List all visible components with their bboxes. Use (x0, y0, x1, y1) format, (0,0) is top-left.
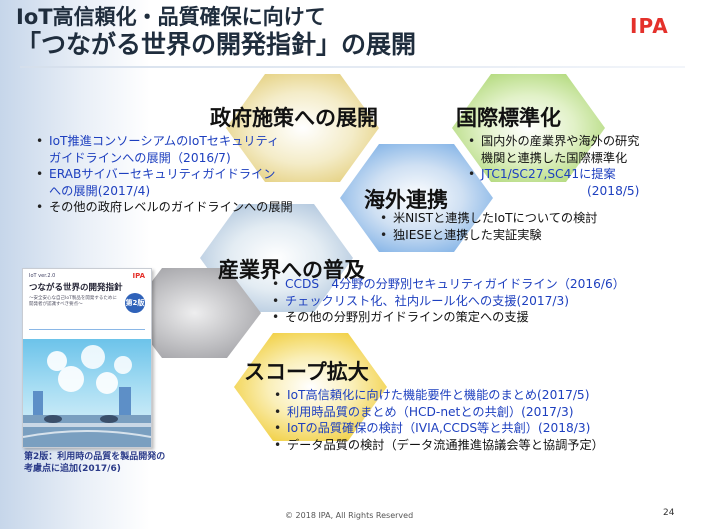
intl-item-2-line-1: JTC1/SC27,SC41に提案 (481, 167, 616, 181)
book-edition-badge: 第2版 (125, 293, 145, 313)
gov-item-1-line-2: ガイドラインへの展開（2016/7) (49, 150, 231, 165)
scope-item-1: IoT高信頼化に向けた機能要件と機能のまとめ(2017/5) (287, 388, 590, 402)
gov-item: ERABサイバーセキュリティガイドライン への展開(2017/4) (36, 166, 293, 199)
gov-item-2-line-2: への展開(2017/4) (49, 183, 151, 198)
book-brand: IPA (132, 272, 145, 280)
intl-item-1-line-1: 国内外の産業界や海外の研究 (481, 134, 640, 148)
book-rule (29, 329, 145, 330)
book-top-label: IoT ver.2.0 (29, 273, 56, 279)
industry-item-2: チェックリスト化、社内ルール化への支援(2017/3) (285, 293, 569, 308)
book-title: つながる世界の開発指針 (29, 283, 123, 293)
intl-item-1-line-2: 機関と連携した国際標準化 (481, 150, 628, 165)
scope-list: IoT高信頼化に向けた機能要件と機能のまとめ(2017/5) 利用時品質のまとめ… (274, 387, 604, 453)
book-illustration (23, 339, 151, 447)
guideline-book-cover: IoT ver.2.0 IPA つながる世界の開発指針 ～安全安心な自己IoT製… (22, 268, 152, 448)
gov-item-1-line-1: IoT推進コンソーシアムのIoTセキュリティ (49, 134, 280, 148)
scope-item-3: IoTの品質確保の検討（IVIA,CCDS等と共創）(2018/3) (287, 421, 591, 435)
slide-title: IoT高信頼化・品質確保に向けて 「つながる世界の開発指針」の展開 (16, 4, 416, 60)
scope-heading: スコープ拡大 (244, 360, 369, 384)
intl-item: 国内外の産業界や海外の研究 機関と連携した国際標準化 (468, 133, 639, 166)
caption-line-1: 第2版：利用時の品質を製品開発の (24, 452, 166, 462)
industry-item: チェックリスト化、社内ルール化への支援(2017/3) (272, 293, 625, 310)
overseas-heading: 海外連携 (364, 188, 448, 212)
book-subtitle: ～安全安心な自己IoT製品を開発するために開発者が認識すべき要点～ (29, 296, 117, 307)
intl-list: 国内外の産業界や海外の研究 機関と連携した国際標準化 JTC1/SC27,SC4… (468, 133, 639, 199)
scope-item: データ品質の検討（データ流通推進協議会等と協調予定） (274, 437, 604, 454)
industry-item-3: その他の分野別ガイドラインの策定への支援 (285, 310, 529, 324)
overseas-item-2: 独IESEと連携した実証実験 (393, 227, 542, 242)
overseas-list: 米NISTと連携したIoTについての検討 独IESEと連携した実証実験 (380, 210, 597, 243)
copyright-footer: © 2018 IPA, All Rights Reserved (285, 511, 414, 520)
scope-item-4: データ品質の検討（データ流通推進協議会等と協調予定） (287, 437, 604, 452)
scope-item: 利用時品質のまとめ（HCD-netとの共創）(2017/3) (274, 404, 604, 421)
caption-line-2: 考慮点に追加(2017/6) (24, 464, 121, 474)
book-caption: 第2版：利用時の品質を製品開発の 考慮点に追加(2017/6) (24, 451, 165, 475)
scope-item: IoT高信頼化に向けた機能要件と機能のまとめ(2017/5) (274, 387, 604, 404)
industry-item: その他の分野別ガイドラインの策定への支援 (272, 309, 625, 326)
overseas-item: 米NISTと連携したIoTについての検討 (380, 210, 597, 227)
intl-item: JTC1/SC27,SC41に提案 (2018/5) (468, 166, 639, 199)
overseas-item-1: 米NISTと連携したIoTについての検討 (393, 211, 598, 225)
gov-list: IoT推進コンソーシアムのIoTセキュリティ ガイドラインへの展開（2016/7… (36, 133, 293, 216)
ipa-logo: IPA (630, 14, 669, 38)
intl-heading: 国際標準化 (456, 106, 561, 130)
city-illustration (23, 345, 151, 447)
scope-item-2: 利用時品質のまとめ（HCD-netとの共創）(2017/3) (287, 404, 574, 419)
industry-item-1: CCDS 4分野の分野別セキュリティガイドライン（2016/6） (285, 277, 625, 291)
title-divider (20, 66, 685, 68)
gov-item-3-line-1: その他の政府レベルのガイドラインへの展開 (49, 200, 293, 214)
industry-list: CCDS 4分野の分野別セキュリティガイドライン（2016/6） チェックリスト… (272, 276, 625, 326)
gov-item: IoT推進コンソーシアムのIoTセキュリティ ガイドラインへの展開（2016/7… (36, 133, 293, 166)
page-number: 24 (663, 508, 675, 518)
title-line-1: IoT高信頼化・品質確保に向けて (16, 5, 326, 29)
industry-item: CCDS 4分野の分野別セキュリティガイドライン（2016/6） (272, 276, 625, 293)
gov-item: その他の政府レベルのガイドラインへの展開 (36, 199, 293, 216)
intl-item-2-line-2: (2018/5) (587, 183, 640, 198)
title-line-2: 「つながる世界の開発指針」の展開 (16, 30, 417, 59)
scope-item: IoTの品質確保の検討（IVIA,CCDS等と共創）(2018/3) (274, 420, 604, 437)
hexagon-gray (128, 268, 261, 358)
gov-heading: 政府施策への展開 (210, 106, 378, 130)
gov-item-2-line-1: ERABサイバーセキュリティガイドライン (49, 167, 276, 181)
overseas-item: 独IESEと連携した実証実験 (380, 227, 597, 244)
